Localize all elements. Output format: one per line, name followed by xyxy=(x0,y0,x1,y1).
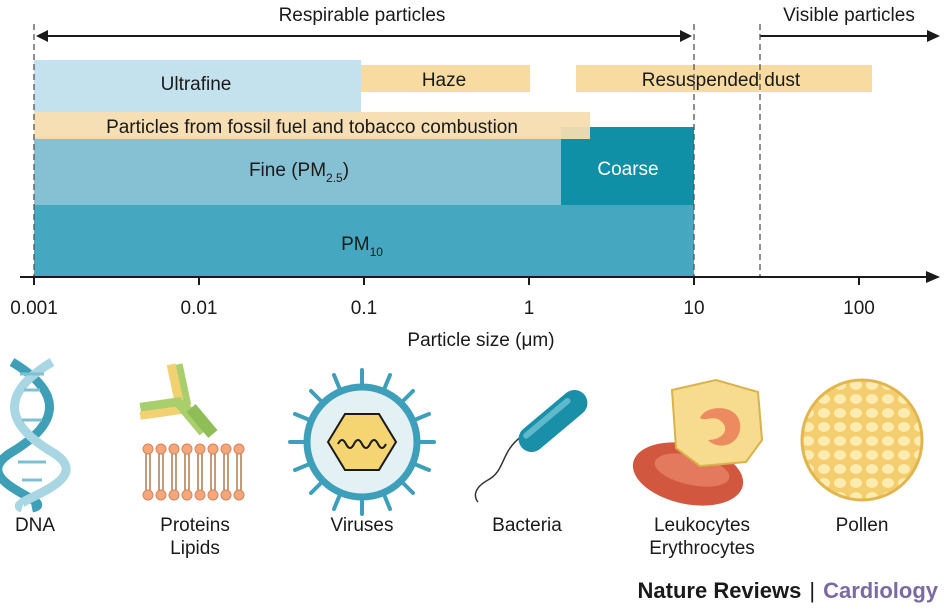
virus-icon xyxy=(288,368,436,516)
tick-label: 10 xyxy=(683,298,704,319)
coarse-label: Coarse xyxy=(597,159,658,180)
tick-label: 1 xyxy=(524,298,535,319)
credit-separator: | xyxy=(809,578,816,603)
journal-credit: Nature Reviews | Cardiology xyxy=(638,578,938,604)
coarse-band xyxy=(561,127,694,205)
haze-label: Haze xyxy=(422,70,466,91)
fossil-fuel-label: Particles from fossil fuel and tobacco c… xyxy=(106,117,518,138)
leukocyte-icon xyxy=(670,378,764,468)
leukocytes-label: Leukocytes xyxy=(654,515,750,536)
proteins-label: Proteins xyxy=(160,515,230,536)
haze-band xyxy=(361,65,530,92)
publisher-name: Nature Reviews xyxy=(637,578,802,603)
tick-label: 0.01 xyxy=(181,298,218,319)
fossil-fuel-band xyxy=(34,112,590,139)
lipid-bilayer-icon xyxy=(142,443,245,501)
resuspended-dust-label: Resuspended dust xyxy=(642,70,801,91)
pm10-band xyxy=(34,205,694,277)
ultrafine-band xyxy=(34,60,361,112)
respirable-label: Respirable particles xyxy=(279,5,446,26)
antibody-icon xyxy=(139,363,218,438)
pollen-icon xyxy=(800,378,924,502)
dna-icon xyxy=(0,358,71,513)
visible-label: Visible particles xyxy=(783,5,915,26)
bacterium-icon xyxy=(474,390,588,503)
fine-label: Fine (PM2.5) xyxy=(249,160,349,185)
lipids-label: Lipids xyxy=(170,538,220,559)
dna-label: DNA xyxy=(15,515,55,536)
pm10-label: PM10 xyxy=(341,234,383,259)
axis-label: Particle size (μm) xyxy=(407,330,554,351)
tick-label: 0.1 xyxy=(351,298,377,319)
erythrocytes-label: Erythrocytes xyxy=(649,538,755,559)
tick-label: 0.001 xyxy=(10,298,58,319)
journal-name: Cardiology xyxy=(823,578,938,603)
ultrafine-label: Ultrafine xyxy=(161,74,232,95)
viruses-label: Viruses xyxy=(330,515,393,536)
bacteria-label: Bacteria xyxy=(492,515,562,536)
fine-band xyxy=(34,137,561,205)
tick-label: 100 xyxy=(843,298,875,319)
resuspended-dust-band xyxy=(576,65,872,92)
axis-ticks xyxy=(33,277,860,285)
pollen-label: Pollen xyxy=(836,515,889,536)
